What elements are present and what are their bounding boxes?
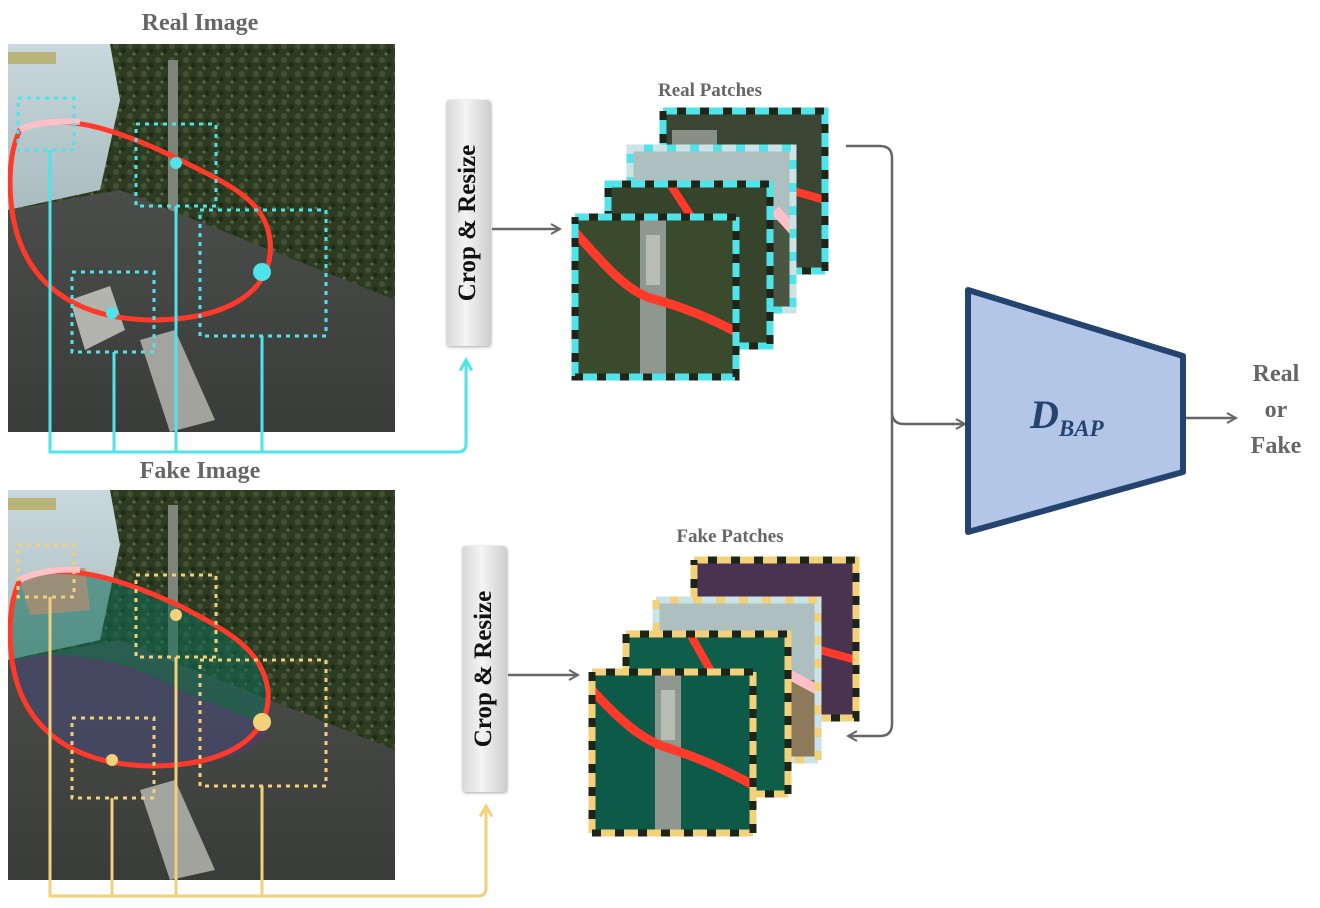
patches-to-discriminator-connectors — [846, 144, 965, 736]
output-label: Real or Fake — [1236, 356, 1316, 464]
real-patches-stack — [571, 107, 829, 381]
real-image-title: Real Image — [141, 10, 259, 36]
real-patches-title: Real Patches — [658, 80, 762, 101]
fake-image — [8, 490, 395, 880]
real-connectors — [48, 150, 466, 454]
real-patch-1 — [571, 213, 740, 381]
fake-patches-title: Fake Patches — [676, 526, 784, 547]
fake-connectors — [48, 597, 486, 898]
discriminator-label: DBAP — [1029, 392, 1105, 441]
discriminator-main: D — [1029, 392, 1059, 437]
output-real: Real — [1252, 361, 1300, 387]
crop-resize-box-real: Crop & Resize — [446, 100, 490, 346]
crop-resize-box-fake: Crop & Resize — [462, 546, 506, 792]
fake-image-title: Fake Image — [139, 458, 261, 484]
fake-patches-stack — [588, 556, 860, 837]
discriminator-sub: BAP — [1058, 416, 1105, 441]
output-or: or — [1264, 397, 1288, 423]
fake-patch-1 — [588, 668, 757, 837]
output-fake: Fake — [1250, 433, 1302, 459]
discriminator-block: DBAP — [965, 287, 1186, 535]
real-image — [8, 44, 395, 432]
